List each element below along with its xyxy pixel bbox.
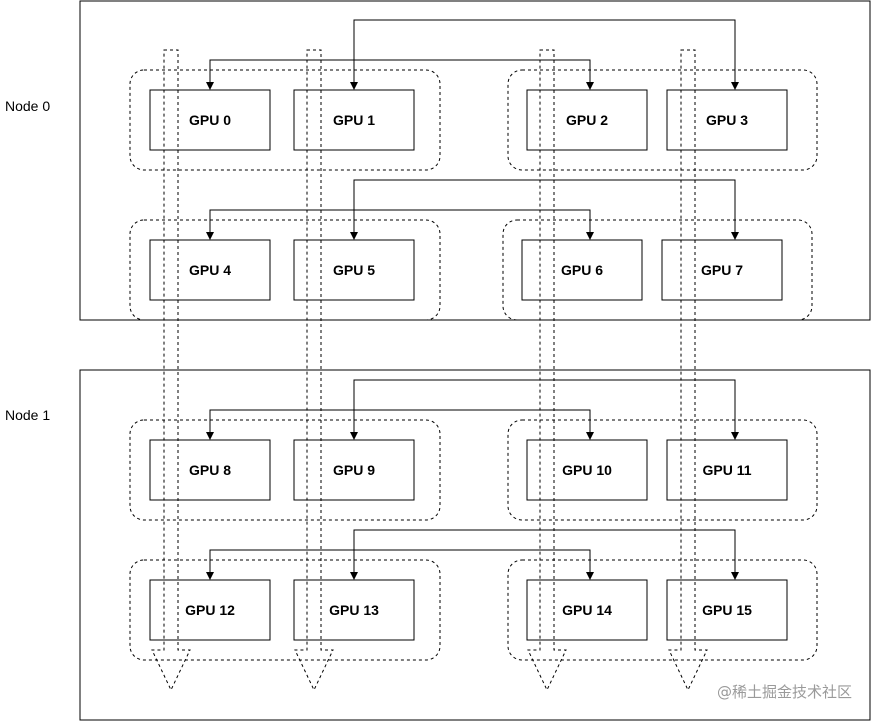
gpu-0-box <box>149 89 271 151</box>
node-1-box <box>79 369 871 721</box>
gpu-15-box <box>666 579 788 641</box>
node-0-label: Node 0 <box>5 98 50 114</box>
gpu-4-box <box>149 239 271 301</box>
gpu-6-label: GPU 6 <box>561 262 603 278</box>
gpu-0-label: GPU 0 <box>189 112 231 128</box>
group-gpu-6-7 <box>502 219 813 321</box>
gpu-5-label: GPU 5 <box>333 262 375 278</box>
gpu-3-box <box>666 89 788 151</box>
gpu-9-box <box>293 439 415 501</box>
group-gpu-10-11 <box>507 419 818 521</box>
vertical-flow-arrow-2 <box>294 49 334 692</box>
group-gpu-12-13 <box>129 559 441 661</box>
gpu-13-box <box>293 579 415 641</box>
connector-gpu-5-7 <box>350 179 739 240</box>
gpu-1-label: GPU 1 <box>333 112 375 128</box>
gpu-15-label: GPU 15 <box>702 602 752 618</box>
gpu-10-box <box>526 439 648 501</box>
gpu-13-label: GPU 13 <box>329 602 379 618</box>
vertical-flow-arrow-3 <box>527 49 567 692</box>
gpu-5-box <box>293 239 415 301</box>
connector-gpu-1-3 <box>350 19 739 90</box>
gpu-14-box <box>526 579 648 641</box>
gpu-7-label: GPU 7 <box>701 262 743 278</box>
group-gpu-8-9 <box>129 419 441 521</box>
gpu-14-label: GPU 14 <box>562 602 612 618</box>
group-gpu-2-3 <box>507 69 818 171</box>
gpu-2-label: GPU 2 <box>566 112 608 128</box>
group-gpu-14-15 <box>507 559 818 661</box>
gpu-1-box <box>293 89 415 151</box>
gpu-4-label: GPU 4 <box>189 262 231 278</box>
connector-gpu-13-15 <box>350 529 739 580</box>
node-1-label: Node 1 <box>5 407 50 423</box>
gpu-12-label: GPU 12 <box>185 602 235 618</box>
gpu-11-label: GPU 11 <box>702 462 751 478</box>
gpu-3-label: GPU 3 <box>706 112 748 128</box>
gpu-7-box <box>661 239 783 301</box>
group-gpu-0-1 <box>129 69 441 171</box>
connector-gpu-9-11 <box>350 379 739 440</box>
connector-gpu-8-10 <box>206 409 594 440</box>
gpu-6-box <box>521 239 643 301</box>
gpu-10-label: GPU 10 <box>562 462 612 478</box>
connector-gpu-12-14 <box>206 549 594 580</box>
gpu-8-label: GPU 8 <box>189 462 231 478</box>
connector-gpu-4-6 <box>206 209 594 240</box>
vertical-flow-arrow-1 <box>151 49 191 692</box>
gpu-9-label: GPU 9 <box>333 462 375 478</box>
group-gpu-4-5 <box>129 219 441 321</box>
gpu-2-box <box>526 89 648 151</box>
vertical-flow-arrow-4 <box>668 49 708 692</box>
gpu-11-box <box>666 439 788 501</box>
connector-gpu-0-2 <box>206 59 594 90</box>
watermark-text: @稀土掘金技术社区 <box>717 683 852 701</box>
